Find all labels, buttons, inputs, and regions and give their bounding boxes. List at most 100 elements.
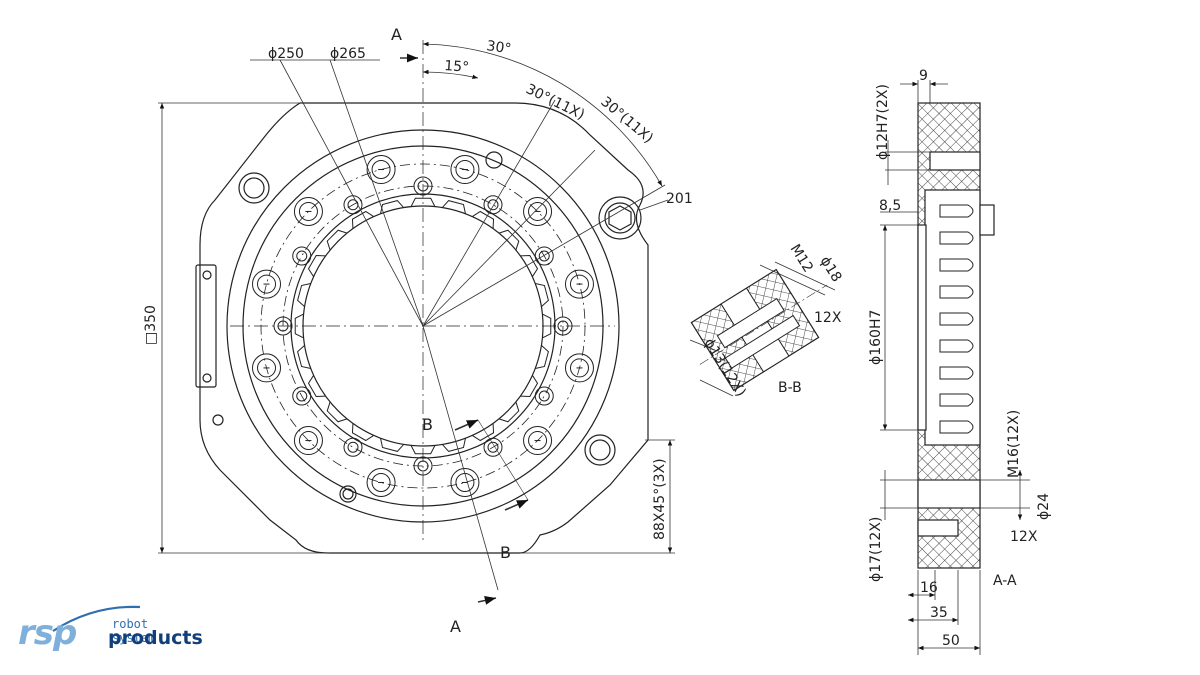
- section-title-bb: B-B: [778, 380, 802, 396]
- plug-hex: [608, 205, 632, 231]
- pin-hole-inner: [417, 460, 429, 472]
- pin-hole-inner: [296, 250, 308, 262]
- corner-hole-inner: [589, 439, 611, 461]
- front-dimensions: [158, 41, 675, 605]
- bore-tooth: [441, 200, 466, 214]
- bolt-holes: [252, 155, 594, 497]
- corner-hole: [238, 172, 270, 204]
- bore-tooth: [326, 229, 348, 251]
- bore-tooth: [307, 254, 326, 277]
- rsp-logo: rsp robot system products: [18, 603, 203, 655]
- dim-d12h7: ϕ12H7(2X): [875, 84, 891, 160]
- bore-tooth: [520, 375, 539, 398]
- pin-hole-inner: [538, 250, 550, 262]
- bore-tooth: [498, 401, 520, 423]
- bore-tooth: [498, 229, 520, 251]
- section-label-a: A: [391, 25, 402, 44]
- bolt-hole: [293, 196, 323, 226]
- dim-m16: M16(12X): [1006, 410, 1022, 478]
- bore-tooth: [410, 445, 436, 455]
- bore-tooth: [380, 438, 405, 452]
- dim-d160h7: ϕ160H7: [868, 310, 884, 365]
- plug-boss: [598, 196, 642, 240]
- bolt-hole-inner: [298, 201, 318, 221]
- logo-line2: products: [108, 627, 203, 649]
- dim-d265: ϕ265: [330, 46, 366, 62]
- pin-hole-inner: [296, 390, 308, 402]
- dim-d17: ϕ17(12X): [868, 517, 884, 582]
- bore-tooth: [380, 200, 405, 214]
- dim-angle-15: 15°: [444, 58, 470, 76]
- section-tooth: [939, 420, 974, 434]
- plate-hole: [212, 414, 224, 426]
- dim-d201: 201: [666, 191, 693, 207]
- bore-tooth: [542, 313, 552, 339]
- bolt-hole-inner: [528, 201, 548, 221]
- logo-line1: robot system: [112, 617, 156, 645]
- dim-50: 50: [942, 633, 960, 649]
- section-label-b: B: [422, 415, 433, 434]
- pin-hole-inner: [347, 441, 359, 453]
- bolt-hole-inner: [371, 160, 391, 180]
- bolt-hole: [523, 196, 553, 226]
- bore-tooth: [294, 313, 304, 339]
- plug: [604, 202, 636, 234]
- plate-outline: [199, 102, 649, 554]
- section-tooth: [939, 204, 974, 218]
- section-tooth: [939, 393, 974, 407]
- bore-tooth: [297, 344, 311, 369]
- pin-hole-inner: [557, 320, 569, 332]
- pin-hole-inner: [487, 441, 499, 453]
- dim-m12: M12: [787, 242, 816, 276]
- bolt-hole: [252, 353, 282, 383]
- pin-hole: [413, 456, 433, 476]
- section-tooth: [939, 366, 974, 380]
- pin-hole-inner: [277, 320, 289, 332]
- bolt-hole: [366, 155, 396, 185]
- section-tooth: [939, 231, 974, 245]
- front-texts: ϕ250 ϕ265 30° 15° 30°(11X) 30°(11X) 201 …: [143, 25, 693, 636]
- dim-12x: 12X: [1010, 529, 1038, 545]
- bolt-hole: [523, 426, 553, 456]
- bolt-hole: [564, 353, 594, 383]
- bore-tooth: [410, 197, 436, 207]
- dim-d24: ϕ24: [1036, 493, 1052, 520]
- pin-hole: [534, 386, 554, 406]
- section-tooth: [939, 258, 974, 272]
- pin-hole: [339, 485, 357, 503]
- dim-angle-30: 30°: [485, 38, 512, 57]
- logo-swoosh-icon: [52, 605, 141, 632]
- pin-hole: [292, 246, 312, 266]
- section-aa-texts: ϕ12H7(2X) 9 8,5 ϕ160H7 M16(12X) ϕ24 12X …: [868, 68, 1052, 649]
- dim-chamfer: 88X45°(3X): [652, 458, 668, 540]
- dim-angle-30-11x: 30°(11X): [597, 94, 656, 147]
- bolt-hole-inner: [257, 358, 277, 378]
- bolt-hole-inner: [569, 358, 589, 378]
- dim-12x: 12X: [814, 310, 842, 326]
- bore-tooth: [535, 283, 549, 308]
- bolt-hole: [450, 467, 480, 497]
- bore-tooth: [326, 401, 348, 423]
- corner-hole: [584, 434, 616, 466]
- section-title-aa: A-A: [993, 573, 1017, 589]
- dim-8-5: 8,5: [879, 198, 901, 214]
- bolt-hole-inner: [298, 431, 318, 451]
- bore-tooth: [520, 254, 539, 277]
- bore-tooth: [297, 283, 311, 308]
- pin-hole: [292, 386, 312, 406]
- bore-tooth: [472, 423, 495, 442]
- bolt-hole: [366, 467, 396, 497]
- section-bb: [690, 268, 828, 392]
- section-tooth: [939, 312, 974, 326]
- section-label-a: A: [450, 617, 461, 636]
- bolt-hole-inner: [371, 472, 391, 492]
- section-tooth: [939, 339, 974, 353]
- bolt-hole-inner: [257, 274, 277, 294]
- pin-hole-inner: [487, 199, 499, 211]
- dim-9: 9: [919, 68, 928, 84]
- dim-square-350: □350: [143, 305, 159, 345]
- dim-angle-30-11x: 30°(11X): [523, 81, 587, 123]
- section-aa-teeth: [939, 204, 974, 434]
- dim-d250: ϕ250: [268, 46, 304, 62]
